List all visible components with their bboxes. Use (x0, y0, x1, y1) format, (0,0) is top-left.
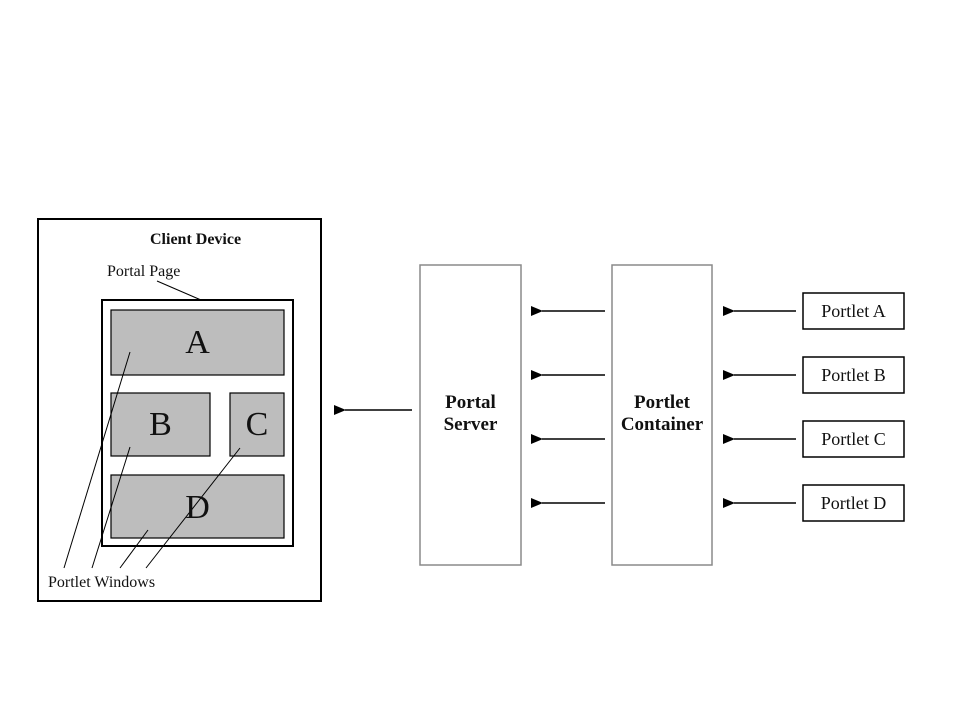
portlet-window-b-label: B (149, 406, 172, 443)
portlet-a-box (802, 292, 905, 330)
portlet-c-box (802, 420, 905, 458)
portlet-a-label: Portlet A (821, 301, 886, 321)
portlet-d-label: Portlet D (820, 493, 887, 513)
portlet-window-d (110, 474, 285, 539)
client-device-title: Client Device (150, 231, 242, 248)
portlet-window-b (110, 392, 211, 457)
portlet-b-label: Portlet B (821, 365, 886, 385)
portal-page-leader (156, 280, 202, 301)
leader-line-b (91, 446, 131, 569)
portlet-window-a-label: A (185, 324, 210, 361)
portlet-c-label: Portlet C (821, 429, 886, 449)
portlet-b-box (802, 356, 905, 394)
portlet-d-box (802, 484, 905, 522)
leader-line-a (63, 351, 131, 569)
leader-line-c (145, 447, 241, 569)
portal-server-box (419, 264, 522, 566)
portal-server-line2: Server (443, 413, 498, 435)
portal-server-label: Portal Server (420, 392, 521, 436)
leader-line-d (119, 529, 149, 569)
portlet-container-label: Portlet Container (612, 392, 712, 436)
portlet-windows-label: Portlet Windows (48, 574, 156, 591)
portlet-container-box (611, 264, 713, 566)
portlet-window-d-label: D (185, 489, 210, 526)
portal-server-line1: Portal (445, 392, 496, 413)
portal-page-label: Portal Page (107, 263, 181, 280)
portlet-container-line1: Portlet (634, 392, 690, 413)
portlet-window-c (229, 392, 285, 457)
portlet-window-a (110, 309, 285, 376)
portlet-window-c-label: C (245, 406, 269, 443)
portlet-container-line2: Container (620, 413, 704, 435)
